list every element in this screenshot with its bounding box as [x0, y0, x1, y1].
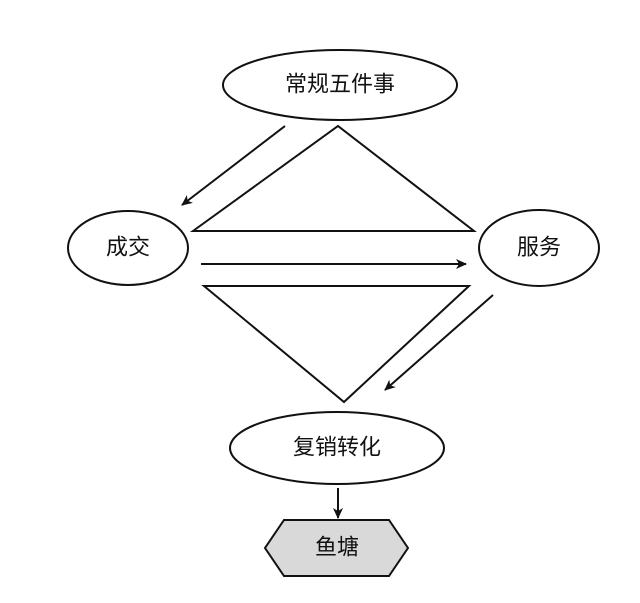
arrow-top-to-left	[181, 125, 286, 206]
node-right: 服务	[478, 209, 600, 287]
node-top-ellipse	[222, 49, 458, 121]
node-right-label: 服务	[517, 236, 561, 261]
lower-triangle	[201, 285, 472, 404]
node-pond: 鱼塘	[263, 519, 410, 577]
node-bottom: 复销转化	[229, 411, 445, 485]
upper-triangle	[189, 124, 477, 232]
node-pond-label: 鱼塘	[315, 536, 359, 561]
node-left-ellipse	[67, 210, 189, 286]
node-pond-hexagon	[263, 519, 410, 577]
node-top: 常规五件事	[222, 49, 458, 121]
node-top-label: 常规五件事	[285, 73, 395, 98]
node-bottom-ellipse	[229, 411, 445, 485]
node-bottom-label: 复销转化	[293, 436, 381, 461]
node-left-label: 成交	[106, 236, 150, 261]
arrow-right-to-bottom	[384, 294, 494, 391]
node-right-ellipse	[478, 209, 600, 287]
node-left: 成交	[67, 210, 189, 286]
